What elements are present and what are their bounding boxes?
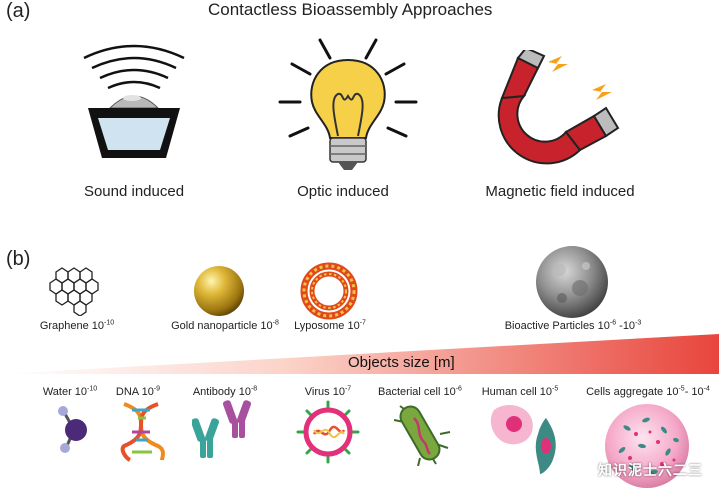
gold-sphere-icon bbox=[192, 264, 246, 318]
human-cell-icon bbox=[488, 400, 568, 476]
optic-induced-label: Optic induced bbox=[297, 183, 389, 200]
light-bulb-icon bbox=[278, 36, 418, 176]
sound-induced-label: Sound induced bbox=[83, 183, 185, 200]
bioactive-particle-icon bbox=[534, 244, 610, 320]
speaker-sound-icon bbox=[74, 38, 194, 163]
bacterial-cell-name: Bacterial cell bbox=[378, 386, 441, 398]
bacterial-cell-label: Bacterial cell 10-6 bbox=[378, 385, 462, 398]
water-label: Water 10-10 bbox=[42, 385, 98, 398]
bioactive-particles-exponent-min: -6 bbox=[609, 319, 617, 327]
cell-aggregate-icon bbox=[602, 402, 692, 490]
watermark-text: 知识泥士六二三 bbox=[598, 462, 703, 478]
magnetic-field-induced-label: Magnetic field induced bbox=[485, 183, 635, 200]
human-cell-name: Human cell bbox=[481, 386, 537, 398]
graphene-label: Graphene 10-10 bbox=[39, 319, 115, 332]
antibody-label: Antibody 10-8 bbox=[192, 385, 258, 398]
cells-aggregate-name: Cells aggregate bbox=[586, 386, 664, 398]
dna-name: DNA bbox=[115, 386, 139, 398]
horseshoe-magnet-icon bbox=[496, 50, 626, 165]
panel-b-label: (b) bbox=[6, 248, 31, 270]
bioactive-particles-name: Bioactive Particles bbox=[504, 320, 595, 332]
cells-aggregate-label: Cells aggregate 10-5- 10-4 bbox=[586, 385, 710, 398]
water-molecule-icon bbox=[52, 404, 96, 454]
virus-name: Virus bbox=[304, 386, 330, 398]
object-size-bar bbox=[0, 332, 719, 376]
bioactive-particles-label: Bioactive Particles 10-6 -10-3 bbox=[504, 319, 642, 332]
graphene-name: Graphene bbox=[39, 320, 89, 332]
graphene-lattice-icon bbox=[46, 266, 106, 316]
virus-exponent: -7 bbox=[344, 385, 352, 393]
liposome-name: Lyposome bbox=[294, 320, 345, 332]
dna-helix-icon bbox=[118, 402, 168, 462]
gold-nanoparticle-label: Gold nanoparticle 10-8 bbox=[171, 319, 279, 332]
liposome-label: Lyposome 10-7 bbox=[294, 319, 366, 332]
dna-exponent: -9 bbox=[153, 385, 161, 393]
liposome-exponent: -7 bbox=[359, 319, 366, 327]
virus-icon bbox=[296, 400, 360, 464]
virus-label: Virus 10-7 bbox=[304, 385, 352, 398]
panel-a-title: Contactless Bioassembly Approaches bbox=[208, 0, 493, 19]
antibody-name: Antibody bbox=[192, 386, 236, 398]
bacterial-cell-icon bbox=[392, 400, 452, 466]
human-cell-label: Human cell 10-5 bbox=[481, 385, 559, 398]
antibody-exponent: -8 bbox=[250, 385, 258, 393]
water-exponent: -10 bbox=[87, 385, 98, 393]
bacterial-cell-exponent: -6 bbox=[455, 385, 462, 393]
antibody-icon bbox=[192, 400, 258, 462]
human-cell-exponent: -5 bbox=[552, 385, 559, 393]
bioactive-particles-exponent-max: -3 bbox=[635, 319, 642, 327]
gold-nanoparticle-name: Gold nanoparticle bbox=[171, 320, 258, 332]
cells-aggregate-exponent-min: -5 bbox=[678, 385, 685, 393]
water-name: Water bbox=[42, 386, 72, 398]
cells-aggregate-exponent-max: -4 bbox=[703, 385, 710, 393]
panel-a-label: (a) bbox=[6, 0, 31, 22]
liposome-icon bbox=[300, 262, 358, 320]
dna-label: DNA 10-9 bbox=[115, 385, 161, 398]
object-size-label: Objects size [m] bbox=[348, 354, 455, 371]
gold-nanoparticle-exponent: -8 bbox=[272, 319, 279, 327]
graphene-exponent: -10 bbox=[104, 319, 115, 327]
